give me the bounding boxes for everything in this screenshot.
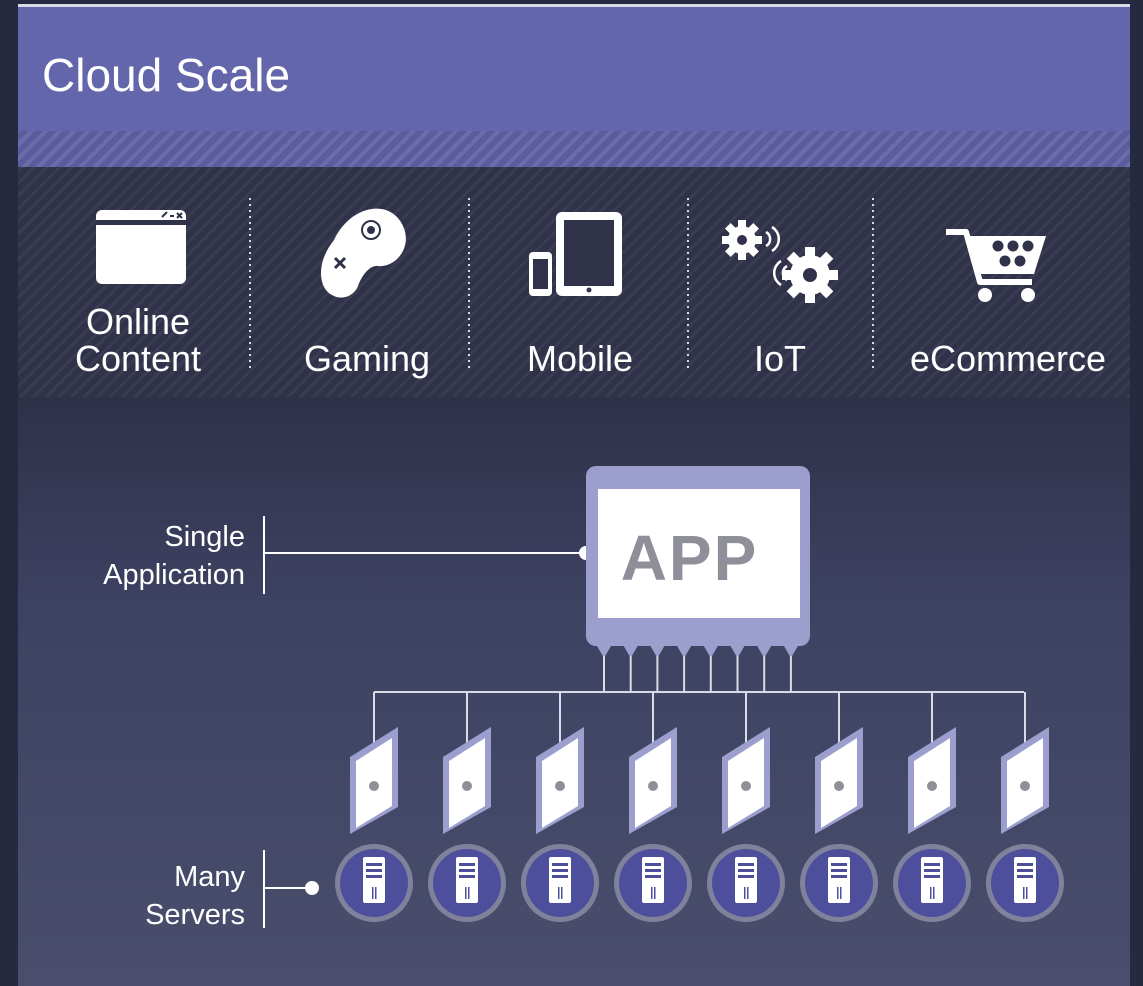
server-tower <box>921 857 943 903</box>
app-screen <box>598 489 800 618</box>
browser-window-icon <box>96 210 186 284</box>
container-dot <box>369 781 379 791</box>
top-border-line <box>18 4 1130 7</box>
page-title: Cloud Scale <box>42 49 291 101</box>
app-label: APP <box>620 522 759 594</box>
app-pin <box>783 646 798 692</box>
app-connector-pins <box>597 646 798 692</box>
server-node <box>428 692 506 922</box>
server-node <box>893 692 971 922</box>
server-tower <box>828 857 850 903</box>
header-bar: Cloud Scale <box>18 7 1130 131</box>
container-dot <box>555 781 565 791</box>
main-panel: Cloud Scale <box>18 7 1130 986</box>
many-servers-label: Many Servers <box>145 861 245 931</box>
mobile-devices-icon <box>529 212 622 296</box>
category-separators <box>249 198 874 372</box>
server-group <box>335 692 1064 922</box>
many-servers-connector <box>263 850 319 928</box>
server-tower <box>735 857 757 903</box>
app-pin <box>703 646 718 692</box>
category-band <box>18 167 1130 397</box>
container-dot <box>648 781 658 791</box>
single-application-label: Single Application <box>103 521 245 591</box>
server-tower <box>1014 857 1036 903</box>
container-dot <box>462 781 472 791</box>
app-box <box>586 466 810 646</box>
category-label-iot: IoT <box>753 338 806 379</box>
container-dot <box>741 781 751 791</box>
app-pin <box>677 646 692 692</box>
container-dot <box>834 781 844 791</box>
container-dot <box>927 781 937 791</box>
app-pin <box>730 646 745 692</box>
category-label-ecommerce: eCommerce <box>909 338 1107 379</box>
server-tower <box>642 857 664 903</box>
container-dot <box>1020 781 1030 791</box>
server-node <box>986 692 1064 922</box>
server-node <box>335 692 413 922</box>
app-pin <box>597 646 611 692</box>
app-pin <box>650 646 665 692</box>
server-tower <box>549 857 571 903</box>
category-label-online-content: Online Content <box>74 301 202 379</box>
category-label-mobile: Mobile <box>526 338 634 379</box>
server-tower <box>456 857 478 903</box>
server-node <box>707 692 785 922</box>
shopping-cart-icon <box>946 229 1046 302</box>
server-node <box>800 692 878 922</box>
game-controller-icon <box>321 208 406 298</box>
server-tower <box>363 857 385 903</box>
single-application-connector <box>263 516 593 594</box>
server-node <box>521 692 599 922</box>
app-pin <box>623 646 638 692</box>
iot-gears-icon <box>722 220 838 303</box>
category-label-gaming: Gaming <box>303 338 431 379</box>
app-pin <box>757 646 772 692</box>
header-stripe-band <box>18 131 1130 167</box>
server-node <box>614 692 692 922</box>
